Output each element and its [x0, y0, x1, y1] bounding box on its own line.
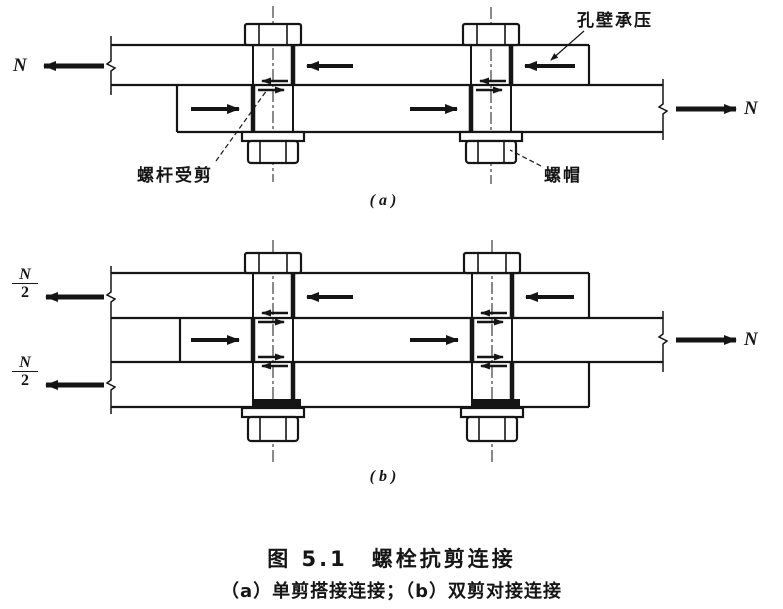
fraction-denominator: 2 [21, 284, 29, 301]
fraction-numerator: N [12, 355, 38, 372]
bolt-head [243, 251, 303, 275]
figure-caption-title: 图 5.1 螺栓抗剪连接 [267, 547, 516, 571]
force-label-n-half-top: N 2 [12, 267, 38, 301]
diagram-b [45, 240, 737, 465]
washer [240, 406, 306, 419]
break-line-right-b [657, 311, 669, 372]
diagram-a [43, 6, 737, 184]
nut [465, 415, 519, 443]
plates-a [111, 43, 663, 134]
washer [459, 406, 525, 419]
bolt-a1 [191, 6, 353, 182]
figure-caption-subtitle: （a）单剪搭接连接；（b）双剪对接连接 [220, 581, 563, 602]
force-label-n-right-b: N [744, 329, 758, 350]
annotation-nut: 螺帽 [544, 166, 582, 186]
washer [458, 130, 524, 143]
bolt-a2 [410, 7, 575, 184]
force-label-n-half-bottom: N 2 [12, 355, 38, 389]
bolt-b2 [410, 240, 574, 465]
break-line-left-a [105, 36, 117, 95]
leader-bolt-shear [215, 89, 268, 162]
annotation-hole-bearing: 孔壁承压 [577, 11, 653, 31]
leader-hole-bearing [550, 30, 585, 61]
fraction-denominator: 2 [21, 372, 29, 389]
part-b-label: (b) [369, 468, 401, 485]
annotation-bolt-shear: 螺杆受剪 [137, 166, 213, 186]
washer [240, 130, 306, 143]
nut [246, 139, 300, 165]
bolt-head [243, 22, 303, 47]
bolt-head [461, 22, 521, 47]
part-a-label: (a) [369, 192, 401, 209]
bolt-shank [468, 45, 514, 132]
shank-contact-mark [471, 399, 520, 408]
nut [246, 415, 300, 443]
bolt-head [462, 251, 522, 275]
force-label-n-right-a: N [744, 98, 758, 119]
bolt-b1 [191, 240, 353, 463]
break-line-left-b [105, 266, 117, 414]
nut [464, 139, 518, 165]
break-line-right-a [657, 79, 669, 140]
force-label-n-left-a: N [13, 55, 27, 76]
leader-nut [509, 149, 542, 167]
shank-contact-mark [252, 399, 301, 408]
fraction-numerator: N [12, 267, 38, 284]
